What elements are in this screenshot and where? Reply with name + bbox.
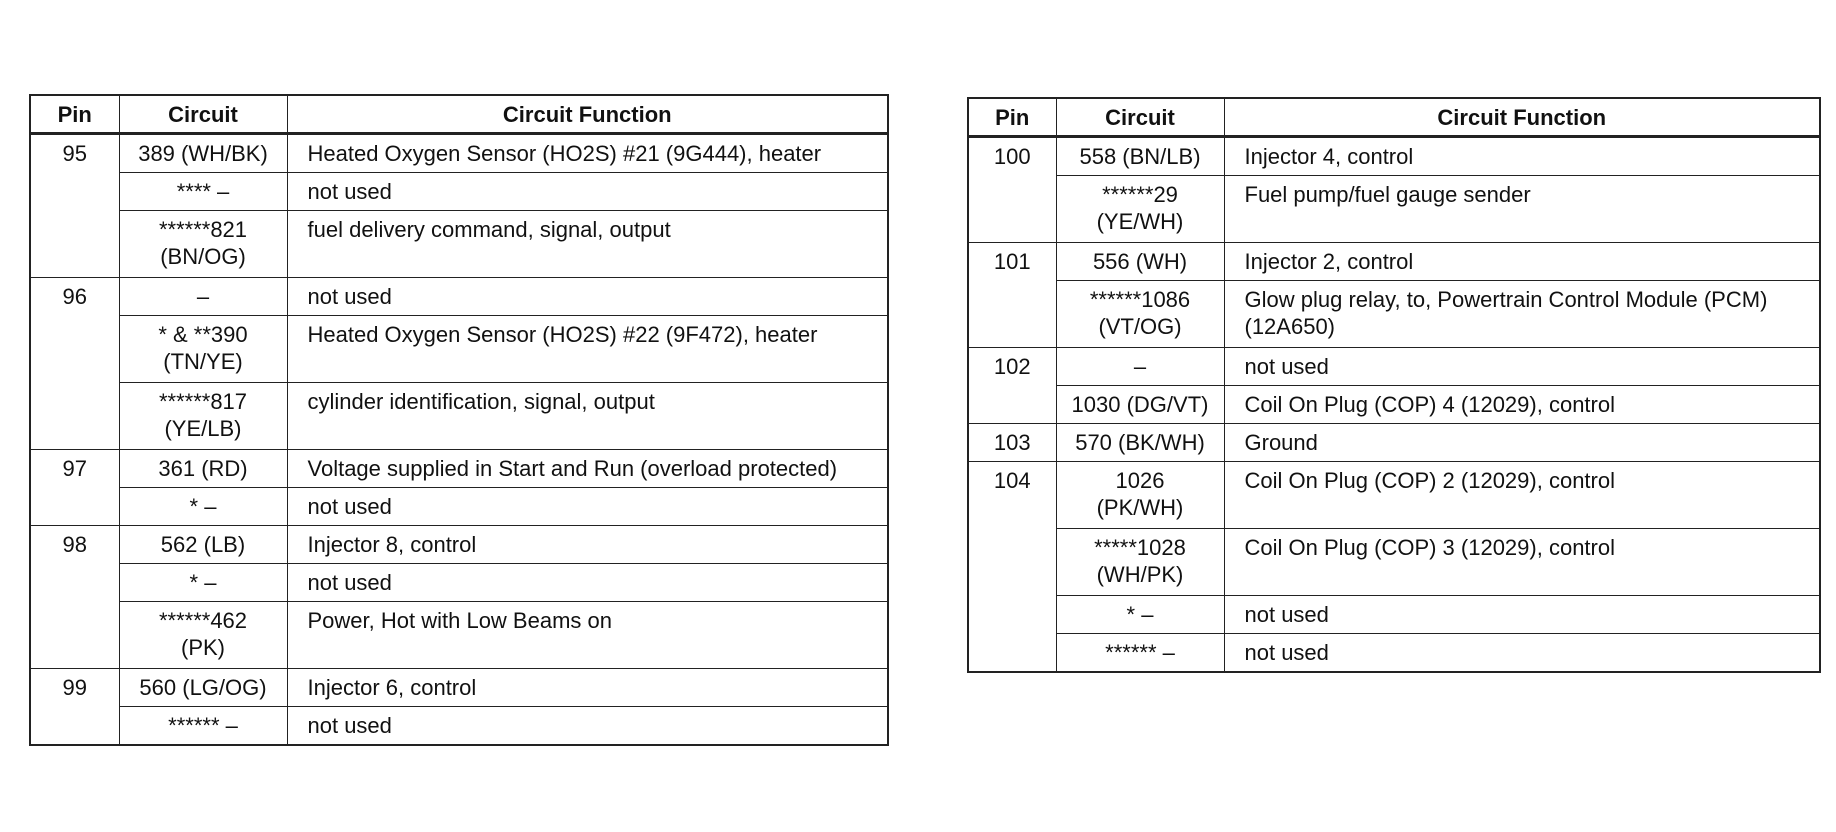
circuit-cell: ****** –: [118, 706, 288, 746]
circuit-cell: ******821 (BN/OG): [118, 210, 288, 278]
circuit-cell: 361 (RD): [118, 449, 288, 488]
circuit-cell: *****1028 (WH/PK): [1055, 528, 1225, 596]
circuit-function-cell: Fuel pump/fuel gauge sender: [1223, 175, 1821, 243]
circuit-function-cell: not used: [286, 487, 889, 526]
table-row: *****1028 (WH/PK)Coil On Plug (COP) 3 (1…: [968, 528, 1821, 596]
pin-number: 99: [29, 668, 120, 746]
table-header-row: Pin Circuit Circuit Function: [29, 94, 889, 135]
circuit-cell: 389 (WH/BK): [118, 133, 288, 173]
circuit-function-cell: not used: [286, 172, 889, 211]
circuit-cell: 1026 (PK/WH): [1055, 461, 1225, 529]
circuit-cell: * –: [118, 563, 288, 602]
circuit-cell: ******29 (YE/WH): [1055, 175, 1225, 243]
circuit-cell: ******1086 (VT/OG): [1055, 280, 1225, 348]
circuit-cell: ******462 (PK): [118, 601, 288, 669]
circuit-function-cell: Heated Oxygen Sensor (HO2S) #22 (9F472),…: [286, 315, 889, 383]
pin-number: 104: [967, 461, 1057, 673]
circuit-cell: * & **390 (TN/YE): [118, 315, 288, 383]
pin-header: Pin: [29, 94, 120, 135]
circuit-function-cell: not used: [286, 277, 889, 316]
table-row: * –not used: [30, 563, 889, 602]
circuit-cell: –: [1055, 347, 1225, 386]
table-row: ****** –not used: [30, 706, 889, 746]
circuit-header: Circuit: [1055, 97, 1225, 138]
circuit-function-cell: not used: [286, 563, 889, 602]
table-row: ******817 (YE/LB)cylinder identification…: [30, 382, 889, 450]
circuit-cell: ****** –: [1055, 633, 1225, 673]
table-row: ******1086 (VT/OG)Glow plug relay, to, P…: [968, 280, 1821, 348]
pin-number: 96: [29, 277, 120, 450]
pin-number: 103: [967, 423, 1057, 462]
table-row: * –not used: [968, 595, 1821, 634]
table-row: ****** –not used: [968, 633, 1821, 673]
circuit-cell: * –: [118, 487, 288, 526]
circuit-function-cell: Coil On Plug (COP) 2 (12029), control: [1223, 461, 1821, 529]
circuit-function-cell: not used: [286, 706, 889, 746]
circuit-cell: 562 (LB): [118, 525, 288, 564]
circuit-cell: 560 (LG/OG): [118, 668, 288, 707]
table-row: * –not used: [30, 487, 889, 526]
circuit-function-cell: not used: [1223, 595, 1821, 634]
circuit-cell: 570 (BK/WH): [1055, 423, 1225, 462]
pin-number: 102: [967, 347, 1057, 424]
circuit-function-cell: Heated Oxygen Sensor (HO2S) #21 (9G444),…: [286, 133, 889, 173]
pin-number: 97: [29, 449, 120, 526]
circuit-function-cell: Power, Hot with Low Beams on: [286, 601, 889, 669]
circuit-function-cell: Injector 4, control: [1223, 136, 1821, 176]
pin-number: 100: [967, 136, 1057, 243]
table-row: 96–not used: [29, 277, 889, 450]
circuit-header: Circuit: [118, 94, 288, 135]
table-row: * & **390 (TN/YE)Heated Oxygen Sensor (H…: [30, 315, 889, 383]
circuit-cell: –: [118, 277, 288, 316]
table-row: 102–not used: [967, 347, 1821, 424]
pin-number: 98: [29, 525, 120, 669]
circuit-function-cell: not used: [1223, 633, 1821, 673]
circuit-cell: ******817 (YE/LB): [118, 382, 288, 450]
circuit-function-cell: Injector 8, control: [286, 525, 889, 564]
circuit-function-cell: Voltage supplied in Start and Run (overl…: [286, 449, 889, 488]
circuit-function-cell: Coil On Plug (COP) 3 (12029), control: [1223, 528, 1821, 596]
circuit-function-cell: Injector 2, control: [1223, 242, 1821, 281]
function-header: Circuit Function: [286, 94, 889, 135]
circuit-cell: 558 (BN/LB): [1055, 136, 1225, 176]
pin-number: 101: [967, 242, 1057, 348]
table-header-row: Pin Circuit Circuit Function: [967, 97, 1821, 138]
pin-number: 95: [29, 133, 120, 278]
circuit-cell: 1030 (DG/VT): [1055, 385, 1225, 424]
circuit-function-cell: fuel delivery command, signal, output: [286, 210, 889, 278]
table-row: ******821 (BN/OG)fuel delivery command, …: [30, 210, 889, 278]
table-row: 1030 (DG/VT)Coil On Plug (COP) 4 (12029)…: [968, 385, 1821, 424]
circuit-cell: * –: [1055, 595, 1225, 634]
circuit-function-cell: not used: [1223, 347, 1821, 386]
circuit-function-cell: Coil On Plug (COP) 4 (12029), control: [1223, 385, 1821, 424]
circuit-function-cell: cylinder identification, signal, output: [286, 382, 889, 450]
circuit-cell: **** –: [118, 172, 288, 211]
circuit-function-cell: Glow plug relay, to, Powertrain Control …: [1223, 280, 1821, 348]
pin-header: Pin: [967, 97, 1057, 138]
table-row: ******462 (PK)Power, Hot with Low Beams …: [30, 601, 889, 669]
circuit-function-cell: Ground: [1223, 423, 1821, 462]
table-row: ******29 (YE/WH)Fuel pump/fuel gauge sen…: [968, 175, 1821, 243]
table-row: **** –not used: [30, 172, 889, 211]
function-header: Circuit Function: [1223, 97, 1821, 138]
circuit-cell: 556 (WH): [1055, 242, 1225, 281]
circuit-function-cell: Injector 6, control: [286, 668, 889, 707]
